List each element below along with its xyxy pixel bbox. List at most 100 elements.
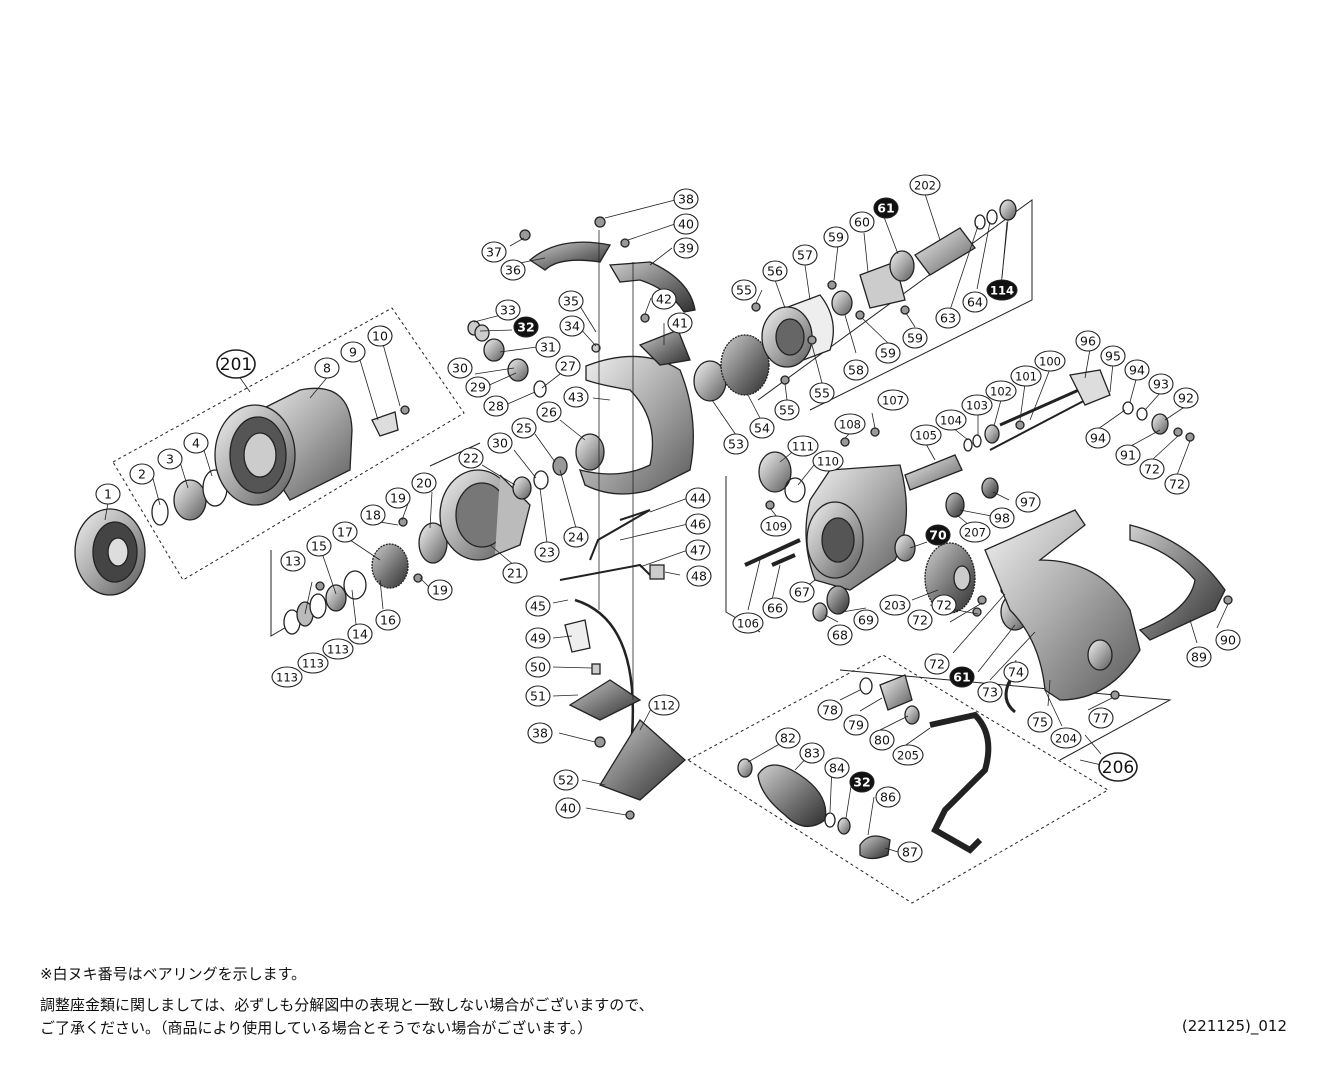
bail-wire-part — [574, 598, 635, 736]
bail-arm-part — [599, 718, 686, 801]
callout-bubble — [375, 609, 401, 631]
collar-part — [591, 663, 601, 675]
screw-part — [807, 335, 817, 345]
callout-bubble — [723, 433, 749, 455]
callout-bubble — [909, 174, 941, 196]
part-callout-89: 89 — [1186, 646, 1212, 668]
part-callout-44: 44 — [685, 487, 711, 509]
washer-part — [974, 214, 986, 230]
callout-bubble — [799, 742, 825, 764]
screw-part — [855, 310, 865, 320]
callout-number: 3 — [166, 452, 174, 467]
callout-bubble — [1139, 458, 1165, 480]
part-callout-19: 19 — [427, 579, 453, 601]
callout-number: 100 — [1039, 355, 1061, 369]
callout-bubble — [1075, 330, 1101, 352]
washer-part — [1122, 401, 1134, 415]
callout-bubble — [949, 666, 975, 688]
part-callout-13: 13 — [280, 550, 306, 572]
callout-bubble — [555, 797, 581, 819]
callout-bubble — [347, 623, 373, 645]
o-ring-part — [784, 477, 806, 503]
callout-bubble — [732, 612, 764, 634]
part-callout-28: 28 — [483, 395, 509, 417]
callout-number: 21 — [507, 566, 523, 581]
callout-bubble — [762, 597, 788, 619]
callout-bubble — [487, 432, 513, 454]
spool-clip-part — [371, 411, 399, 437]
callout-bubble — [1124, 359, 1150, 381]
callout-number: 105 — [915, 429, 937, 443]
callout-number: 113 — [276, 671, 298, 685]
part-callout-30: 30 — [487, 432, 513, 454]
callout-bubble — [827, 624, 853, 646]
part-callout-101: 101 — [1010, 365, 1042, 387]
callout-number: 73 — [982, 685, 998, 700]
callout-number: 108 — [839, 418, 861, 432]
callout-number: 18 — [365, 508, 381, 523]
body-guard-part — [1129, 524, 1226, 641]
part-callout-39: 39 — [673, 237, 699, 259]
screw-part — [1015, 420, 1025, 430]
callout-number: 63 — [940, 311, 956, 326]
part-callout-30: 30 — [447, 357, 473, 379]
part-callout-72: 72 — [924, 653, 950, 675]
callout-bubble — [322, 638, 354, 660]
collar-part — [812, 602, 828, 622]
bail-holder-part — [568, 679, 642, 721]
callout-bubble — [332, 521, 358, 543]
part-callout-26: 26 — [536, 401, 562, 423]
callout-bubble — [1115, 444, 1141, 466]
part-callout-105: 105 — [910, 424, 942, 446]
callout-bubble — [481, 241, 507, 263]
callout-bubble — [961, 394, 993, 416]
callout-number: 31 — [540, 340, 556, 355]
screw-part — [827, 280, 837, 290]
callout-number: 107 — [882, 394, 904, 408]
part-callout-51: 51 — [525, 685, 551, 707]
part-callout-110: 110 — [812, 450, 844, 472]
callout-bubble — [553, 769, 579, 791]
callout-bubble — [812, 450, 844, 472]
callout-bubble — [385, 487, 411, 509]
callout-number: 19 — [432, 583, 448, 598]
part-callout-87: 87 — [897, 841, 923, 863]
callout-bubble — [447, 357, 473, 379]
callout-number: 24 — [568, 530, 584, 545]
callout-number: 72 — [1144, 462, 1160, 477]
callout-number: 33 — [500, 303, 516, 318]
callout-bubble — [500, 259, 526, 281]
collar-part — [474, 324, 490, 342]
part-callout-90: 90 — [1215, 629, 1241, 651]
callout-bubble — [824, 757, 850, 779]
callout-bubble — [1088, 707, 1114, 729]
callout-number: 111 — [792, 440, 814, 454]
washer-part — [173, 479, 207, 521]
callout-number: 27 — [560, 359, 576, 374]
screw-part — [625, 810, 635, 820]
part-callout-113: 113 — [271, 666, 303, 688]
handle-assembly-outline — [687, 654, 1109, 904]
part-callout-108: 108 — [834, 413, 866, 435]
part-callout-21: 21 — [502, 562, 528, 584]
callout-number: 45 — [530, 599, 546, 614]
bearing-part — [1087, 639, 1113, 671]
collar-part — [737, 758, 753, 778]
callout-number: 32 — [517, 320, 534, 335]
callout-number: 89 — [1191, 650, 1207, 665]
callout-bubble — [340, 341, 366, 363]
callout-bubble — [787, 435, 819, 457]
bail-trip-part — [638, 329, 691, 366]
callout-bubble — [527, 722, 553, 744]
callout-bubble — [483, 395, 509, 417]
part-callout-91: 91 — [1115, 444, 1141, 466]
part-callout-54: 54 — [749, 417, 775, 439]
part-callout-22: 22 — [458, 447, 484, 469]
callout-bubble — [823, 226, 849, 248]
callout-number: 109 — [765, 520, 787, 534]
screw-part — [620, 238, 630, 248]
main-shaft-part — [989, 394, 1096, 451]
callout-bubble — [216, 349, 256, 379]
callout-bubble — [535, 336, 561, 358]
callout-bubble — [648, 694, 680, 716]
